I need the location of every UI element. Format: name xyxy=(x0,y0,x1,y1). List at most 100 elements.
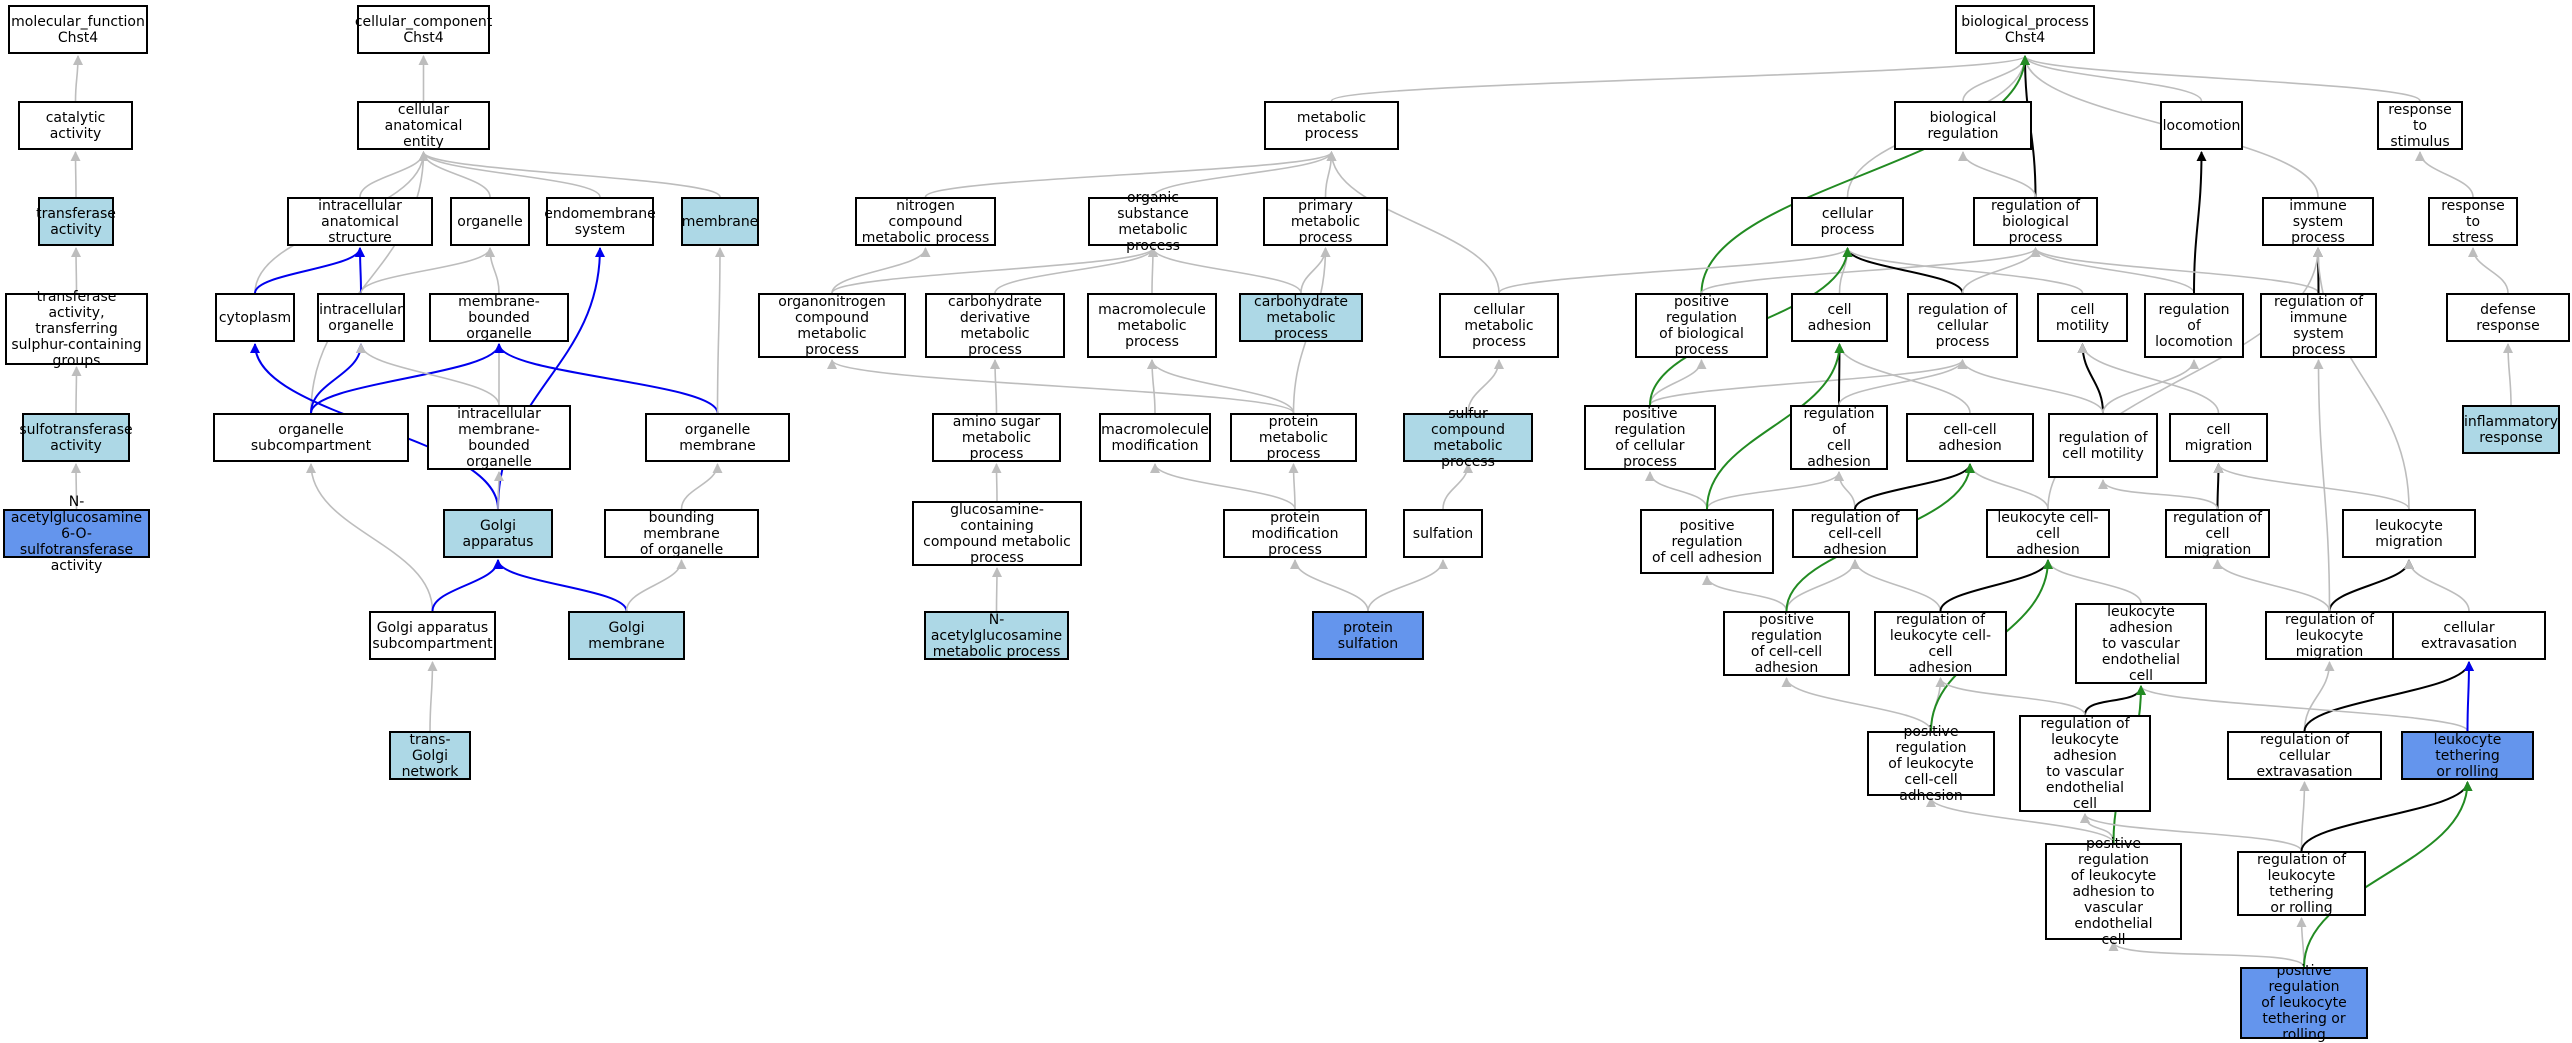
node-cdmp[interactable]: carbohydrate derivative metabolic proces… xyxy=(925,293,1065,358)
node-bioreg[interactable]: biological regulation xyxy=(1894,101,2032,150)
node-bp[interactable]: biological_process Chst4 xyxy=(1955,5,2095,54)
node-rts[interactable]: response to stimulus xyxy=(2377,101,2463,150)
node-cellmet[interactable]: cellular metabolic process xyxy=(1439,293,1559,358)
node-gccmp[interactable]: glucosamine-containing compound metaboli… xyxy=(912,501,1082,566)
node-mf[interactable]: molecular_function Chst4 xyxy=(8,5,148,54)
edge-is-a xyxy=(1147,359,1295,414)
node-protsulf[interactable]: protein sulfation xyxy=(1312,611,1424,660)
node-metab[interactable]: metabolic process xyxy=(1264,101,1399,150)
edge-is-a xyxy=(994,247,1158,294)
node-scmp[interactable]: sulfur compound metabolic process xyxy=(1403,406,1533,470)
node-mbo[interactable]: membrane-bounded organelle xyxy=(429,293,569,342)
node-ossmp[interactable]: organic substance metabolic process xyxy=(1088,190,1218,254)
node-gasub[interactable]: Golgi apparatus subcompartment xyxy=(369,611,496,660)
node-lccadh[interactable]: leukocyte cell-cell adhesion xyxy=(1986,509,2110,558)
edge-is-a xyxy=(418,151,601,198)
edge-is-a xyxy=(71,366,82,414)
node-mmmod[interactable]: macromolecule modification xyxy=(1099,413,1211,462)
node-latvec[interactable]: leukocyte adhesion to vascular endotheli… xyxy=(2075,603,2207,684)
node-tgn[interactable]: trans-Golgi network xyxy=(389,731,471,780)
node-cellmig[interactable]: cell migration xyxy=(2169,413,2268,462)
edge-part-of xyxy=(494,343,719,414)
node-posregltr[interactable]: positive regulation of leukocyte tetheri… xyxy=(2240,963,2368,1043)
node-ltr[interactable]: leukocyte tethering or rolling xyxy=(2401,731,2534,780)
node-protmod[interactable]: protein modification process xyxy=(1223,509,1367,558)
node-ccadh[interactable]: cell-cell adhesion xyxy=(1906,413,2034,462)
edge-is-a xyxy=(2468,247,2509,294)
node-cellmot[interactable]: cell motility xyxy=(2037,293,2128,342)
edge-is-a xyxy=(493,471,504,510)
node-regce[interactable]: regulation of cellular extravasation xyxy=(2227,731,2382,780)
node-reglatvec[interactable]: regulation of leukocyte adhesion to vasc… xyxy=(2019,715,2151,812)
node-rtstress[interactable]: response to stress xyxy=(2428,197,2518,246)
node-regcm[interactable]: regulation of cell motility xyxy=(2048,413,2158,478)
node-imbo[interactable]: intracellular membrane-bounded organelle xyxy=(427,405,571,470)
edge-is-a xyxy=(714,247,725,414)
edge-is-a xyxy=(418,151,721,198)
node-primmet[interactable]: primary metabolic process xyxy=(1263,197,1388,246)
edge-is-a xyxy=(924,151,1337,198)
node-regltr[interactable]: regulation of leukocyte tethering or rol… xyxy=(2237,851,2366,916)
node-orgsub[interactable]: organelle subcompartment xyxy=(213,413,409,462)
node-regloco[interactable]: regulation of locomotion xyxy=(2144,293,2244,358)
node-posreglatvec[interactable]: positive regulation of leukocyte adhesio… xyxy=(2045,836,2182,948)
node-inflam[interactable]: inflammatory response xyxy=(2462,405,2560,454)
node-regisp[interactable]: regulation of immune system process xyxy=(2260,293,2377,358)
node-regcmig[interactable]: regulation of cell migration xyxy=(2165,509,2270,558)
node-locomotion[interactable]: locomotion xyxy=(2160,101,2243,150)
node-carbmp[interactable]: carbohydrate metabolic process xyxy=(1239,293,1363,342)
node-transf-sulphur[interactable]: transferase activity, transferring sulph… xyxy=(5,289,148,369)
node-celladh[interactable]: cell adhesion xyxy=(1791,293,1888,342)
node-regbp[interactable]: regulation of biological process xyxy=(1973,197,2098,246)
node-isp[interactable]: immune system process xyxy=(2262,197,2374,246)
node-catalytic[interactable]: catalytic activity xyxy=(18,101,133,150)
edge-is-a xyxy=(2503,343,2514,406)
node-golgimem[interactable]: Golgi membrane xyxy=(568,611,685,660)
node-membrane[interactable]: membrane xyxy=(681,197,759,246)
node-nagmp[interactable]: N-acetylglucosamine metabolic process xyxy=(924,611,1069,660)
node-orgmem[interactable]: organelle membrane xyxy=(645,413,790,462)
node-organelle[interactable]: organelle xyxy=(450,197,530,246)
edge-is-a xyxy=(1702,575,1788,612)
node-posregcca[interactable]: positive regulation of cell-cell adhesio… xyxy=(1723,611,1850,676)
node-endomem[interactable]: endomembrane system xyxy=(544,197,656,246)
edge-is-a xyxy=(827,359,1295,414)
edge-is-a xyxy=(2020,55,2421,102)
node-sulfotransferase[interactable]: sulfotransferase activity xyxy=(19,413,133,462)
node-ias[interactable]: intracellular anatomical structure xyxy=(287,197,433,246)
edge-regulates xyxy=(1854,463,1975,510)
node-asmp[interactable]: amino sugar metabolic process xyxy=(932,413,1061,462)
edge-regulates xyxy=(2303,661,2474,732)
node-posregca[interactable]: positive regulation of cell adhesion xyxy=(1640,509,1774,574)
node-icorg[interactable]: intracellular organelle xyxy=(317,293,405,342)
edge-is-a xyxy=(2108,941,2305,968)
node-posregcp[interactable]: positive regulation of cellular process xyxy=(1584,405,1716,470)
node-mmp[interactable]: macromolecule metabolic process xyxy=(1087,293,1217,358)
node-posreglcca[interactable]: positive regulation of leukocyte cell-ce… xyxy=(1867,724,1995,804)
node-cae[interactable]: cellular anatomical entity xyxy=(357,101,490,150)
node-protmet[interactable]: protein metabolic process xyxy=(1230,413,1357,462)
node-golgi[interactable]: Golgi apparatus xyxy=(443,509,553,558)
node-posregbp[interactable]: positive regulation of biological proces… xyxy=(1635,293,1768,358)
node-cytoplasm[interactable]: cytoplasm xyxy=(215,293,295,342)
node-cc[interactable]: cellular_component Chst4 xyxy=(355,5,492,54)
edge-is-a xyxy=(1842,247,2084,294)
node-defresp[interactable]: defense response xyxy=(2446,293,2570,342)
node-onmp[interactable]: organonitrogen compound metabolic proces… xyxy=(758,293,906,358)
node-regca[interactable]: regulation of cell adhesion xyxy=(1790,405,1888,470)
node-cellextra[interactable]: cellular extravasation xyxy=(2392,611,2546,660)
node-reglm[interactable]: regulation of leukocyte migration xyxy=(2265,611,2394,660)
edge-is-a xyxy=(625,559,687,612)
node-leukmig[interactable]: leukocyte migration xyxy=(2342,509,2476,558)
node-boundmem[interactable]: bounding membrane of organelle xyxy=(604,509,759,558)
node-regcca[interactable]: regulation of cell-cell adhesion xyxy=(1792,509,1918,558)
node-regcp[interactable]: regulation of cellular process xyxy=(1907,293,2018,358)
node-nacgal6[interactable]: N-acetylglucosamine 6-O-sulfotransferase… xyxy=(3,494,150,574)
node-ncmp[interactable]: nitrogen compound metabolic process xyxy=(855,197,996,246)
node-cellproc[interactable]: cellular process xyxy=(1791,197,1904,246)
edge-is-a xyxy=(306,463,434,612)
edge-is-a xyxy=(2212,559,2331,612)
node-transferase[interactable]: transferase activity xyxy=(36,197,116,246)
node-reglcca[interactable]: regulation of leukocyte cell-cell adhesi… xyxy=(1874,611,2007,676)
node-sulfation[interactable]: sulfation xyxy=(1403,509,1483,558)
